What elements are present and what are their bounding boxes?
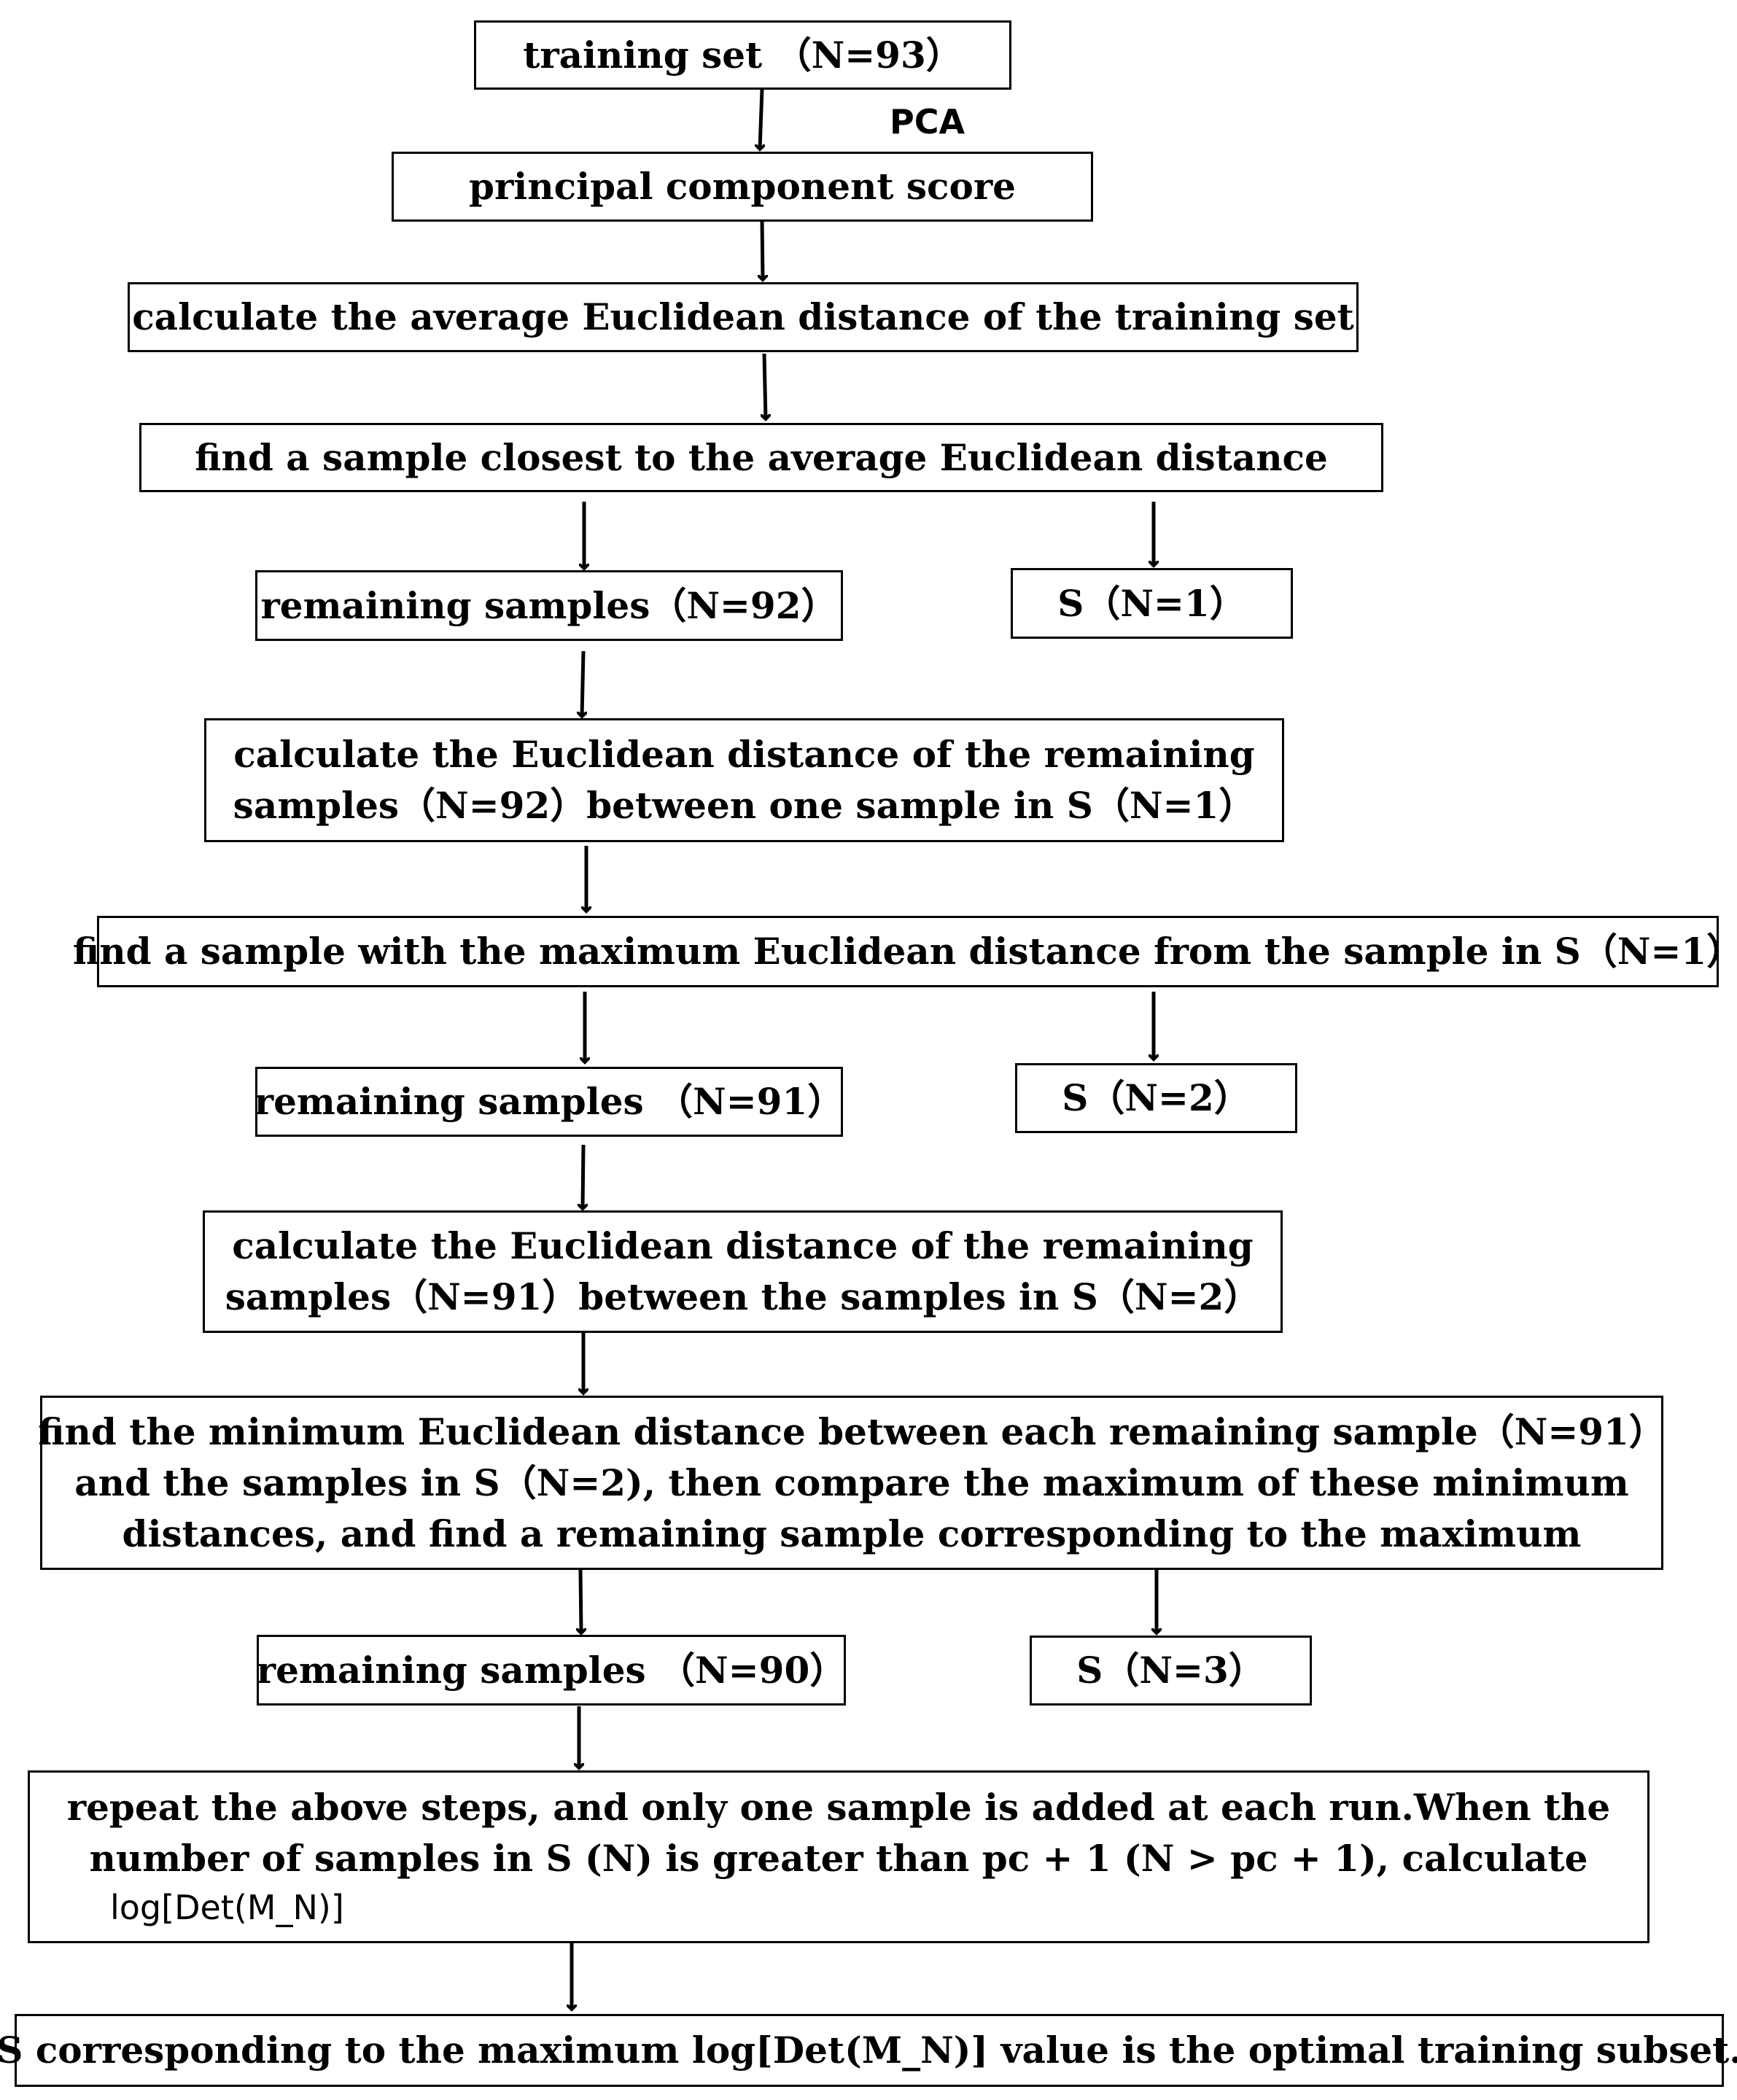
node-s-3: S（N=3）: [1030, 1636, 1312, 1706]
node-distance-92: calculate the Euclidean distance of the …: [204, 718, 1284, 842]
node-principal-component-score: principal component score: [392, 152, 1093, 222]
node-text: remaining samples （N=90）: [256, 1648, 847, 1692]
node-text: principal component score: [469, 165, 1016, 208]
node-text: calculate the Euclidean distance of the …: [232, 1224, 1254, 1267]
node-text: remaining samples（N=92）: [260, 583, 838, 627]
node-text: find the minimum Euclidean distance betw…: [38, 1409, 1666, 1453]
node-find-closest-sample: find a sample closest to the average Euc…: [139, 423, 1383, 492]
node-text: distances, and find a remaining sample c…: [122, 1512, 1582, 1555]
node-text: repeat the above steps, and only one sam…: [66, 1786, 1611, 1829]
node-text: remaining samples （N=91）: [254, 1080, 844, 1123]
node-text: S（N=3）: [1076, 1649, 1265, 1692]
edge-label-pca: PCA: [890, 102, 965, 141]
arrow-n5-n7: [582, 650, 583, 717]
node-formula: log[Det(M_N)]: [110, 1888, 344, 1928]
node-max-distance: find a sample with the maximum Euclidean…: [73, 916, 1737, 987]
node-text: S（N=1）: [1057, 581, 1246, 625]
node-text: S corresponding to the maximum log[Det(M…: [0, 2029, 1737, 2072]
node-text: training set （N=93）: [523, 33, 963, 77]
node-text: and the samples in S（N=2), then compare …: [74, 1461, 1629, 1504]
node-repeat-steps: repeat the above steps, and only one sam…: [28, 1770, 1649, 1943]
arrow-n3-n4: [764, 353, 766, 419]
node-s-2: S（N=2）: [1015, 1063, 1297, 1133]
node-text: calculate the average Euclidean distance…: [132, 295, 1354, 338]
node-training-set: training set （N=93）: [474, 20, 1011, 90]
node-s-1: S（N=1）: [1011, 568, 1293, 639]
node-min-max-distance: find the minimum Euclidean distance betw…: [38, 1396, 1666, 1570]
node-remaining-92: remaining samples（N=92）: [255, 570, 843, 641]
node-remaining-90: remaining samples （N=90）: [257, 1635, 846, 1706]
node-remaining-91: remaining samples （N=91）: [254, 1067, 844, 1137]
node-text: samples（N=92）between one sample in S（N=1…: [233, 784, 1256, 827]
arrow-n2-n3: [762, 219, 763, 280]
node-text: find a sample closest to the average Euc…: [195, 435, 1328, 479]
node-optimal-subset: S corresponding to the maximum log[Det(M…: [0, 2014, 1737, 2087]
node-text: samples（N=91）between the samples in S（N=…: [225, 1275, 1261, 1318]
node-text: find a sample with the maximum Euclidean…: [72, 930, 1737, 973]
arrow-n1-n2: [760, 88, 762, 149]
node-distance-91: calculate the Euclidean distance of the …: [203, 1210, 1283, 1333]
node-average-distance: calculate the average Euclidean distance…: [128, 282, 1359, 352]
arrow-n12-n13: [580, 1569, 581, 1633]
node-text: calculate the Euclidean distance of the …: [233, 733, 1255, 776]
node-text: S（N=2）: [1062, 1076, 1251, 1119]
node-text: number of samples in S (N) is greater th…: [89, 1837, 1588, 1881]
